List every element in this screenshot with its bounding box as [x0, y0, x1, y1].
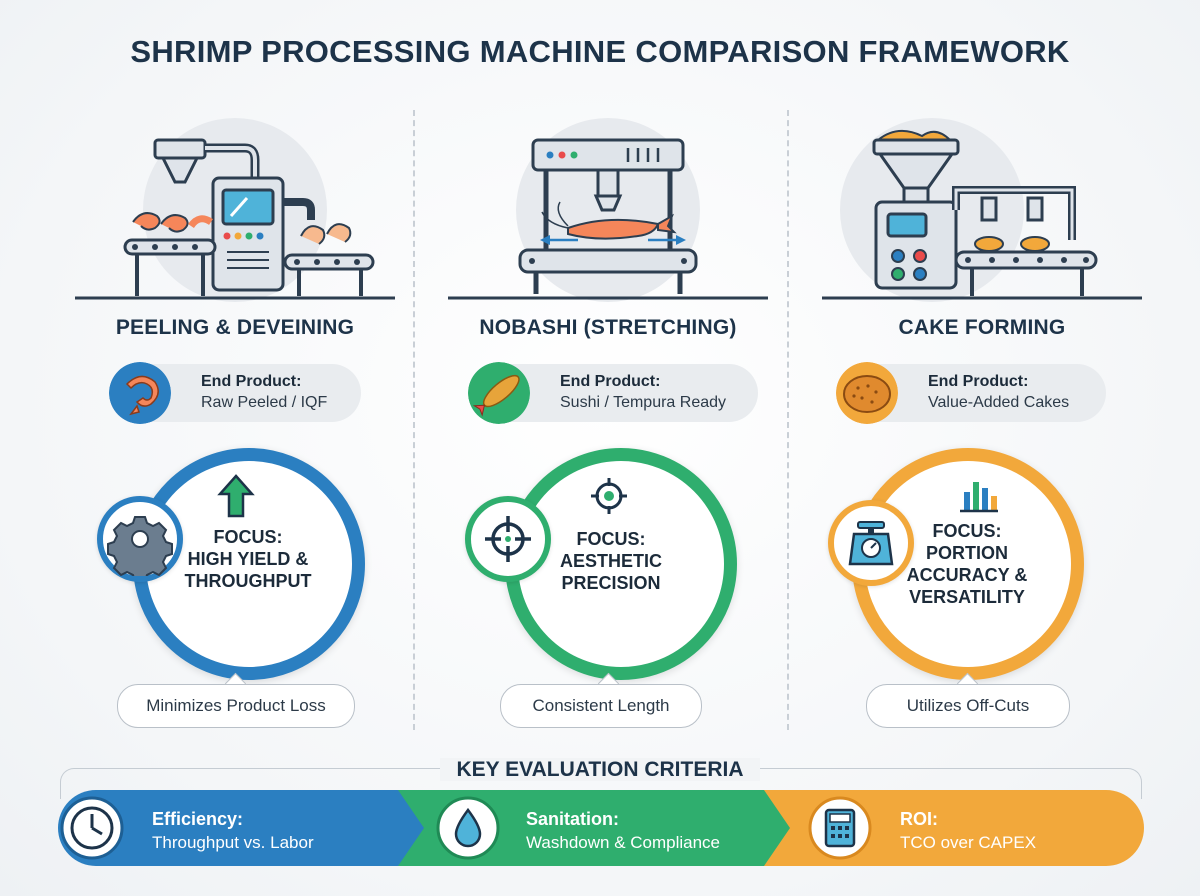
focus-line: ACCURACY &	[906, 565, 1028, 585]
criteria-label: ROI:	[900, 809, 938, 829]
focus-line: THROUGHPUT	[184, 571, 312, 591]
criteria-title-text: KEY EVALUATION CRITERIA	[440, 758, 760, 781]
focus-side-badge	[97, 496, 183, 582]
benefit-callout: Consistent Length	[500, 684, 702, 728]
stretching-machine-icon	[448, 118, 768, 302]
criteria-label: Efficiency:	[152, 809, 244, 829]
focus-line: HIGH YIELD &	[187, 549, 309, 569]
column-title: NOBASHI (STRETCHING)	[479, 316, 737, 339]
peeling-machine-icon	[75, 118, 395, 302]
water-drop-icon	[436, 796, 500, 860]
cake-forming-machine-icon	[822, 118, 1142, 302]
end-product-value: Value-Added Cakes	[928, 394, 1070, 411]
focus-text: FOCUS: AESTHETIC PRECISION	[508, 528, 714, 594]
shrimp-icon	[109, 362, 171, 424]
focus-line: VERSATILITY	[909, 587, 1025, 607]
end-product-pill: End Product: Raw Peeled / IQF	[109, 362, 361, 424]
benefit-callout: Utilizes Off-Cuts	[866, 684, 1070, 728]
criteria-value: Washdown & Compliance	[526, 833, 721, 852]
criteria-title: KEY EVALUATION CRITERIA	[0, 758, 1200, 782]
column-nobashi: NOBASHI (STRETCHING) End Product: Sushi …	[418, 0, 798, 760]
crosshair-icon	[485, 516, 531, 562]
end-product-label: End Product:	[928, 373, 1029, 390]
end-product-label: End Product:	[201, 373, 302, 390]
focus-line: PRECISION	[561, 573, 661, 593]
scale-icon	[848, 521, 894, 566]
end-product-value: Sushi / Tempura Ready	[560, 394, 727, 411]
focus-line: AESTHETIC	[559, 551, 662, 571]
gear-icon	[107, 516, 173, 582]
focus-side-badge	[828, 500, 914, 586]
criteria-value: TCO over CAPEX	[900, 833, 1037, 852]
column-peeling: PEELING & DEVEINING End Product: Raw Pee…	[45, 0, 425, 760]
focus-line: FOCUS:	[213, 527, 283, 547]
end-product-label: End Product:	[560, 373, 661, 390]
focus-text: FOCUS: PORTION ACCURACY & VERSATILITY	[864, 520, 1070, 608]
criteria-item-sanitation: Sanitation: Washdown & Compliance	[526, 809, 720, 853]
focus-line: PORTION	[925, 543, 1008, 563]
focus-line: FOCUS:	[932, 521, 1002, 541]
column-divider	[787, 110, 789, 730]
page-title: SHRIMP PROCESSING MACHINE COMPARISON FRA…	[130, 34, 1070, 69]
criteria-value: Throughput vs. Labor	[152, 833, 314, 852]
tempura-shrimp-icon	[468, 362, 530, 424]
shrimp-cake-icon	[836, 362, 898, 424]
column-divider	[413, 110, 415, 730]
criteria-item-efficiency: Efficiency: Throughput vs. Labor	[152, 809, 314, 853]
benefit-callout: Minimizes Product Loss	[117, 684, 355, 728]
end-product-pill: End Product: Sushi / Tempura Ready	[468, 362, 758, 424]
target-icon	[591, 478, 627, 514]
column-title: CAKE FORMING	[898, 316, 1066, 339]
focus-side-badge	[465, 496, 551, 582]
end-product-value: Raw Peeled / IQF	[201, 394, 328, 411]
criteria-item-roi: ROI: TCO over CAPEX	[900, 809, 1036, 853]
end-product-pill: End Product: Value-Added Cakes	[836, 362, 1106, 424]
arrow-up-icon	[217, 474, 255, 518]
bar-chart-icon	[960, 482, 998, 513]
focus-text: FOCUS: HIGH YIELD & THROUGHPUT	[145, 526, 351, 592]
column-title: PEELING & DEVEINING	[115, 316, 355, 339]
criteria-label: Sanitation:	[526, 809, 619, 829]
focus-line: FOCUS:	[576, 529, 646, 549]
clock-icon	[60, 796, 124, 860]
calculator-icon	[808, 796, 872, 860]
column-cake-forming: CAKE FORMING End Product: Value-Added Ca…	[792, 0, 1172, 760]
